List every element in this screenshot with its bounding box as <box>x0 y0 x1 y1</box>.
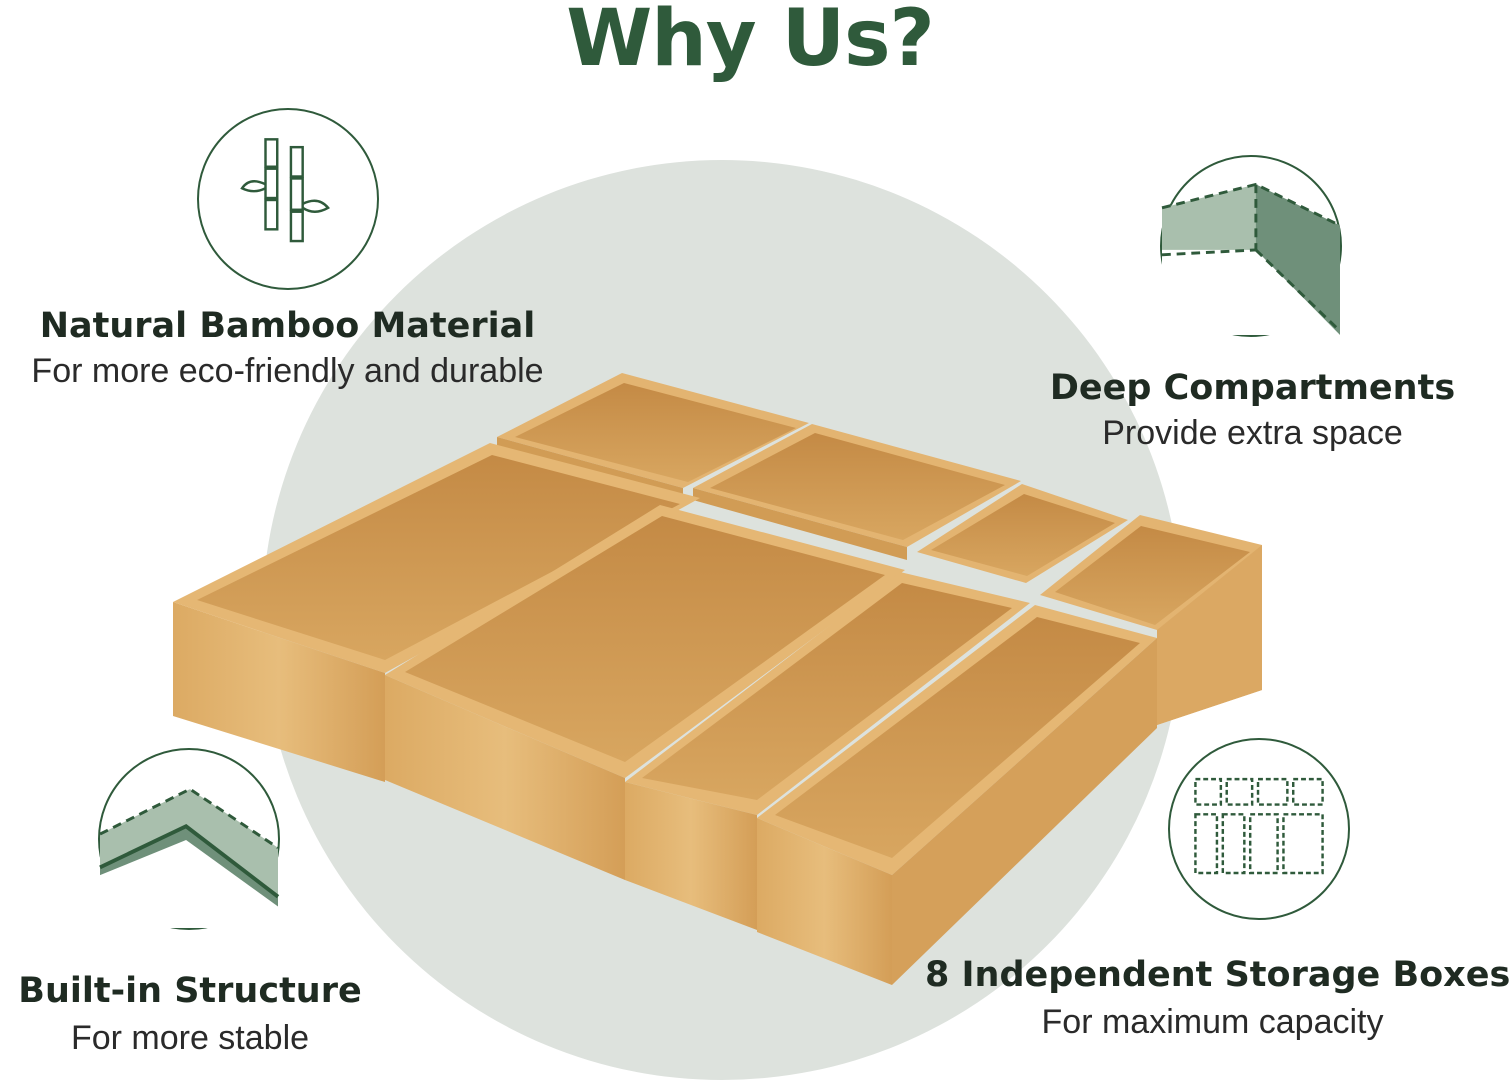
storage-box-6 <box>385 505 905 880</box>
storage-box-7 <box>625 572 1030 930</box>
feature-sub-bamboo: For more eco-friendly and durable <box>31 352 544 390</box>
storage-box-5 <box>173 443 700 782</box>
storage-box-2 <box>693 424 1021 560</box>
storage-box-4 <box>1040 515 1262 725</box>
feature-heading-structure: Built-in Structure <box>18 971 362 1011</box>
structure-corner-icon <box>98 748 280 930</box>
bamboo-icon <box>197 108 379 290</box>
feature-heading-boxes: 8 Independent Storage Boxes <box>925 955 1510 995</box>
feature-sub-deep: Provide extra space <box>1102 414 1403 452</box>
feature-heading-deep: Deep Compartments <box>1049 368 1456 408</box>
storage-box-3 <box>917 484 1128 583</box>
feature-heading-bamboo: Natural Bamboo Material <box>39 306 536 346</box>
feature-sub-boxes: For maximum capacity <box>1041 1003 1384 1041</box>
feature-sub-structure: For more stable <box>70 1019 310 1057</box>
storage-box-8 <box>757 605 1157 985</box>
deep-corner-icon <box>1160 155 1342 337</box>
grid-boxes-icon <box>1168 738 1350 920</box>
page-title: Why Us? <box>566 0 935 84</box>
